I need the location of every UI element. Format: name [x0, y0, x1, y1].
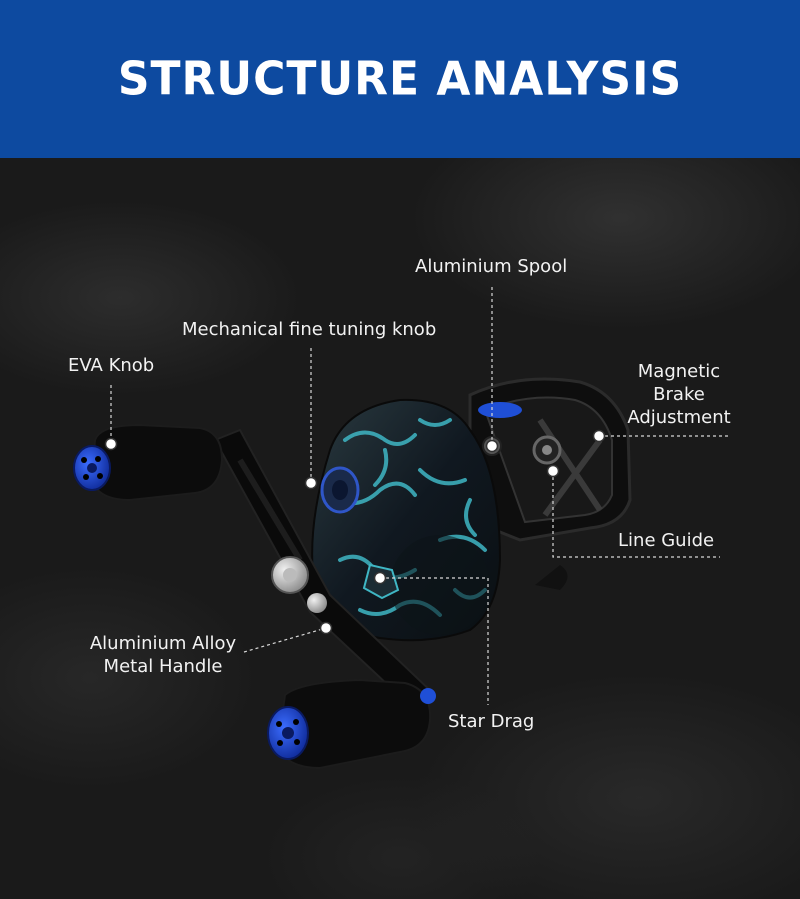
label-handle-line1: Aluminium Alloy [89, 633, 237, 654]
label-line-guide: Line Guide [618, 530, 715, 551]
handle-dot [319, 621, 333, 635]
label-handle-line2: Metal Handle [103, 656, 223, 677]
star-drag-dot [373, 571, 387, 585]
label-magnetic-brake-line3: Adjustment [627, 407, 731, 428]
callout-lines [110, 287, 730, 705]
label-aluminium-spool: Aluminium Spool [415, 256, 568, 277]
eva-knob-top [73, 423, 224, 502]
star-drag-callout-line [380, 577, 489, 705]
label-magnetic-brake-line2: Brake [653, 384, 705, 405]
label-magnetic-brake: Magnetic Brake Adjustment [620, 360, 738, 429]
handle-arm [213, 428, 437, 717]
line-guide-dot [546, 464, 560, 478]
eva-knob-bottom [267, 678, 436, 770]
line-guide-part [532, 435, 568, 590]
label-eva-knob: EVA Knob [68, 355, 155, 376]
product-scene [0, 158, 800, 899]
label-star-drag: Star Drag [448, 711, 535, 732]
fine-tuning-knob-part [320, 466, 360, 514]
handle-callout-line [243, 627, 327, 653]
eva-knob-dot [104, 437, 118, 451]
page-title: STRUCTURE ANALYSIS [117, 52, 683, 106]
reel-body [311, 398, 502, 642]
spool-dot [485, 439, 499, 453]
label-fine-tuning-knob: Mechanical fine tuning knob [182, 319, 437, 340]
callout-dots [104, 429, 606, 635]
line-guide-callout-line [552, 471, 720, 558]
fine-tuning-dot [304, 476, 318, 490]
magnetic-brake-dot [592, 429, 606, 443]
label-magnetic-brake-line1: Magnetic [637, 361, 721, 382]
label-handle: Aluminium Alloy Metal Handle [80, 632, 246, 678]
header-banner: STRUCTURE ANALYSIS [0, 0, 800, 158]
